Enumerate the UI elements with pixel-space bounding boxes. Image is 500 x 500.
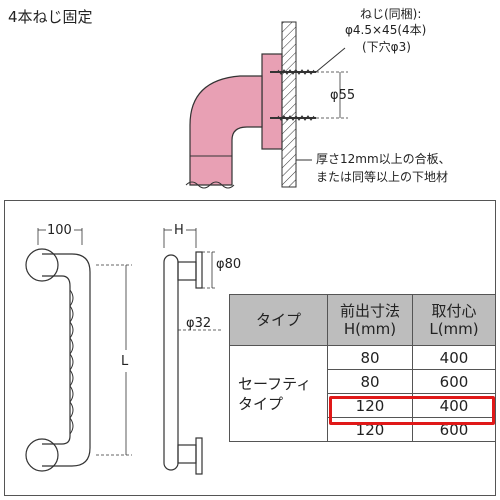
spec-table: タイプ 前出寸法 H(mm) 取付心 L(mm) セーフティ タイプ 80 40… [229,294,496,442]
mounting-detail-drawing [185,21,348,189]
cell-h: 80 [327,345,413,370]
pipe-diameter-label: φ32 [186,316,212,331]
wall-board [281,21,297,188]
flange-diameter-label: φ80 [216,257,242,272]
screw-note-line2: φ4.5×45(4本) [345,23,427,37]
width-dimension-label: 100 [47,223,72,238]
table-header-row: タイプ 前出寸法 H(mm) 取付心 L(mm) [229,294,496,346]
header-h: 前出寸法 H(mm) [327,294,413,346]
cell-l: 600 [412,369,496,394]
screw-note-line1: ねじ(同梱): [360,7,422,21]
bent-pipe [189,75,263,186]
screw-top [270,69,316,75]
height-dimension-label: H [174,223,184,238]
highlight-box [329,396,495,425]
front-view [25,228,132,472]
screw-note-line3: (下穴φ3) [362,40,411,54]
length-dimension-label: L [121,354,129,369]
header-l: 取付心 L(mm) [412,294,496,346]
table-row: 80 600 [230,369,496,394]
flange [261,53,283,150]
board-note-line1: 厚さ12mm以上の合板、 [316,152,451,166]
cell-l: 600 [412,417,496,442]
header-type: タイプ [229,294,328,346]
table-row: 120 600 [230,417,496,442]
pipe-cut-line [185,181,235,189]
flange-dimension-label: φ55 [330,88,356,103]
board-note-line2: または同等以上の下地材 [316,170,449,184]
product-panel [4,200,496,496]
type-cell: セーフティ タイプ [229,345,328,442]
side-view [163,228,222,475]
cell-h: 80 [327,369,413,394]
cell-l: 400 [412,345,496,370]
table-row: セーフティ タイプ 80 400 [229,345,496,442]
cell-h: 120 [327,417,413,442]
screw-bottom [270,115,316,121]
handrail-drawing [25,228,222,475]
heading: 4本ねじ固定 [8,8,93,26]
